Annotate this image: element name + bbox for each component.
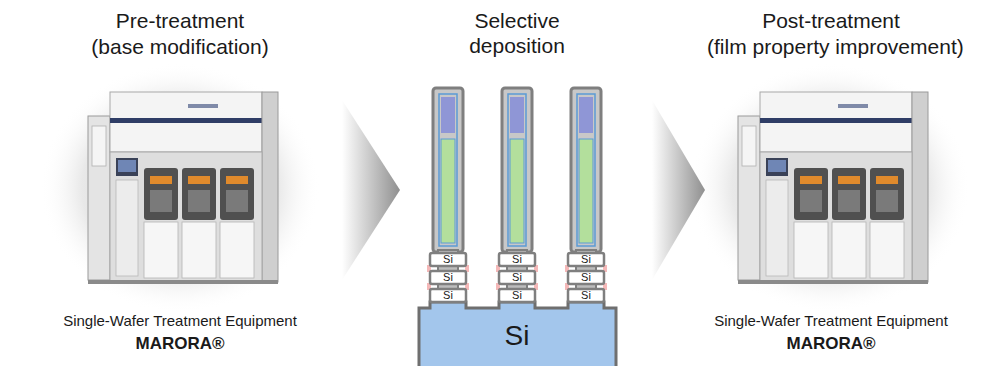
drawing-part — [419, 302, 616, 366]
equipment-name: MARORA® — [786, 334, 875, 354]
nanosheet-label: Si — [512, 254, 522, 265]
chevron-arrow — [342, 100, 400, 280]
equipment-caption: Single-Wafer Treatment Equipment — [714, 312, 948, 330]
chevron-arrow — [652, 100, 705, 280]
drawing-part — [40, 63, 320, 313]
equipment-illustration — [40, 63, 320, 313]
stage-subheading: (film property improvement) — [707, 34, 964, 59]
stage-heading: Pre-treatment — [116, 8, 244, 33]
stage-heading: Selective deposition — [455, 8, 579, 58]
drawing-part — [496, 88, 538, 302]
equipment-illustration — [690, 63, 970, 313]
equipment-caption: Single-Wafer Treatment Equipment — [63, 312, 297, 330]
stage-heading: Post-treatment — [762, 8, 900, 33]
drawing-part — [690, 63, 970, 313]
nanosheet-label: Si — [443, 272, 453, 283]
equipment-name: MARORA® — [135, 334, 224, 354]
nanosheet-label: Si — [512, 290, 522, 301]
nanosheet-label: Si — [581, 254, 591, 265]
cross-section — [419, 88, 616, 366]
nanosheet-label: Si — [581, 272, 591, 283]
process-stage: Selective deposition — [400, 0, 652, 366]
nanosheet-label: Si — [581, 290, 591, 301]
nanosheet-label: Si — [512, 272, 522, 283]
nanosheet-label: Si — [443, 254, 453, 265]
drawing-part — [427, 88, 469, 302]
process-stage: Post-treatment(film property improvement… — [705, 0, 1008, 366]
substrate-label: Si — [505, 322, 530, 350]
drawing-part — [565, 88, 607, 302]
stage-subheading: (base modification) — [91, 34, 268, 59]
process-stage: Pre-treatment(base modification) Single-W… — [0, 0, 342, 366]
nanosheet-label: Si — [443, 290, 453, 301]
